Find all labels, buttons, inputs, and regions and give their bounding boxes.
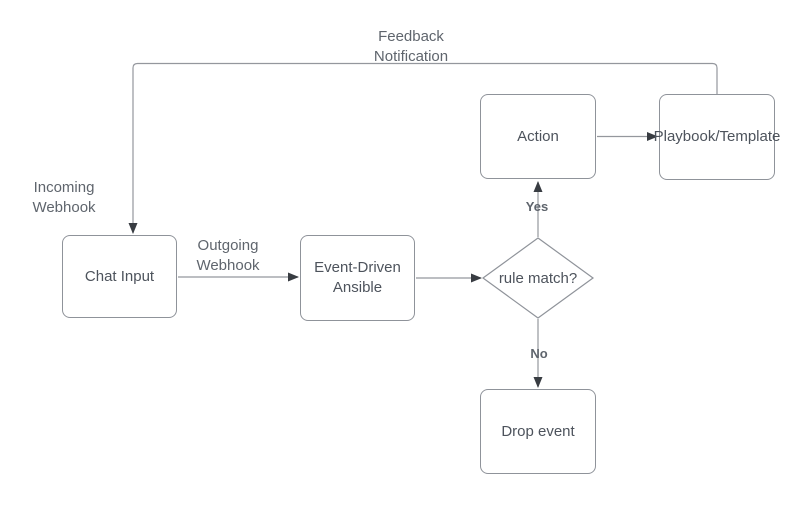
connector-feedback-loop — [128, 62, 718, 234]
edge-label-no: No — [530, 346, 548, 361]
node-event-driven-ansible: Event-Driven Ansible — [300, 235, 415, 321]
node-drop-event-label: Drop event — [501, 422, 575, 440]
node-event-driven-ansible-label: Event-Driven Ansible — [314, 259, 401, 296]
decision-rule-match-label: rule match? — [498, 269, 578, 287]
node-chat-input: Chat Input — [62, 235, 177, 318]
edge-label-outgoing-webhook: Outgoing Webhook — [196, 237, 260, 274]
node-action-label: Action — [517, 127, 559, 145]
edge-label-yes: Yes — [525, 199, 549, 214]
node-drop-event: Drop event — [480, 389, 596, 474]
node-playbook-template: Playbook/Template — [654, 94, 780, 180]
node-action: Action — [480, 94, 596, 179]
decision-diamond-rule-match — [481, 237, 595, 319]
node-playbook-template-label: Playbook/Template — [653, 128, 781, 146]
node-chat-input-label: Chat Input — [84, 267, 155, 285]
edge-label-feedback-notification: Feedback Notification — [373, 28, 449, 65]
edge-label-incoming-webhook: Incoming Webhook — [32, 179, 96, 216]
